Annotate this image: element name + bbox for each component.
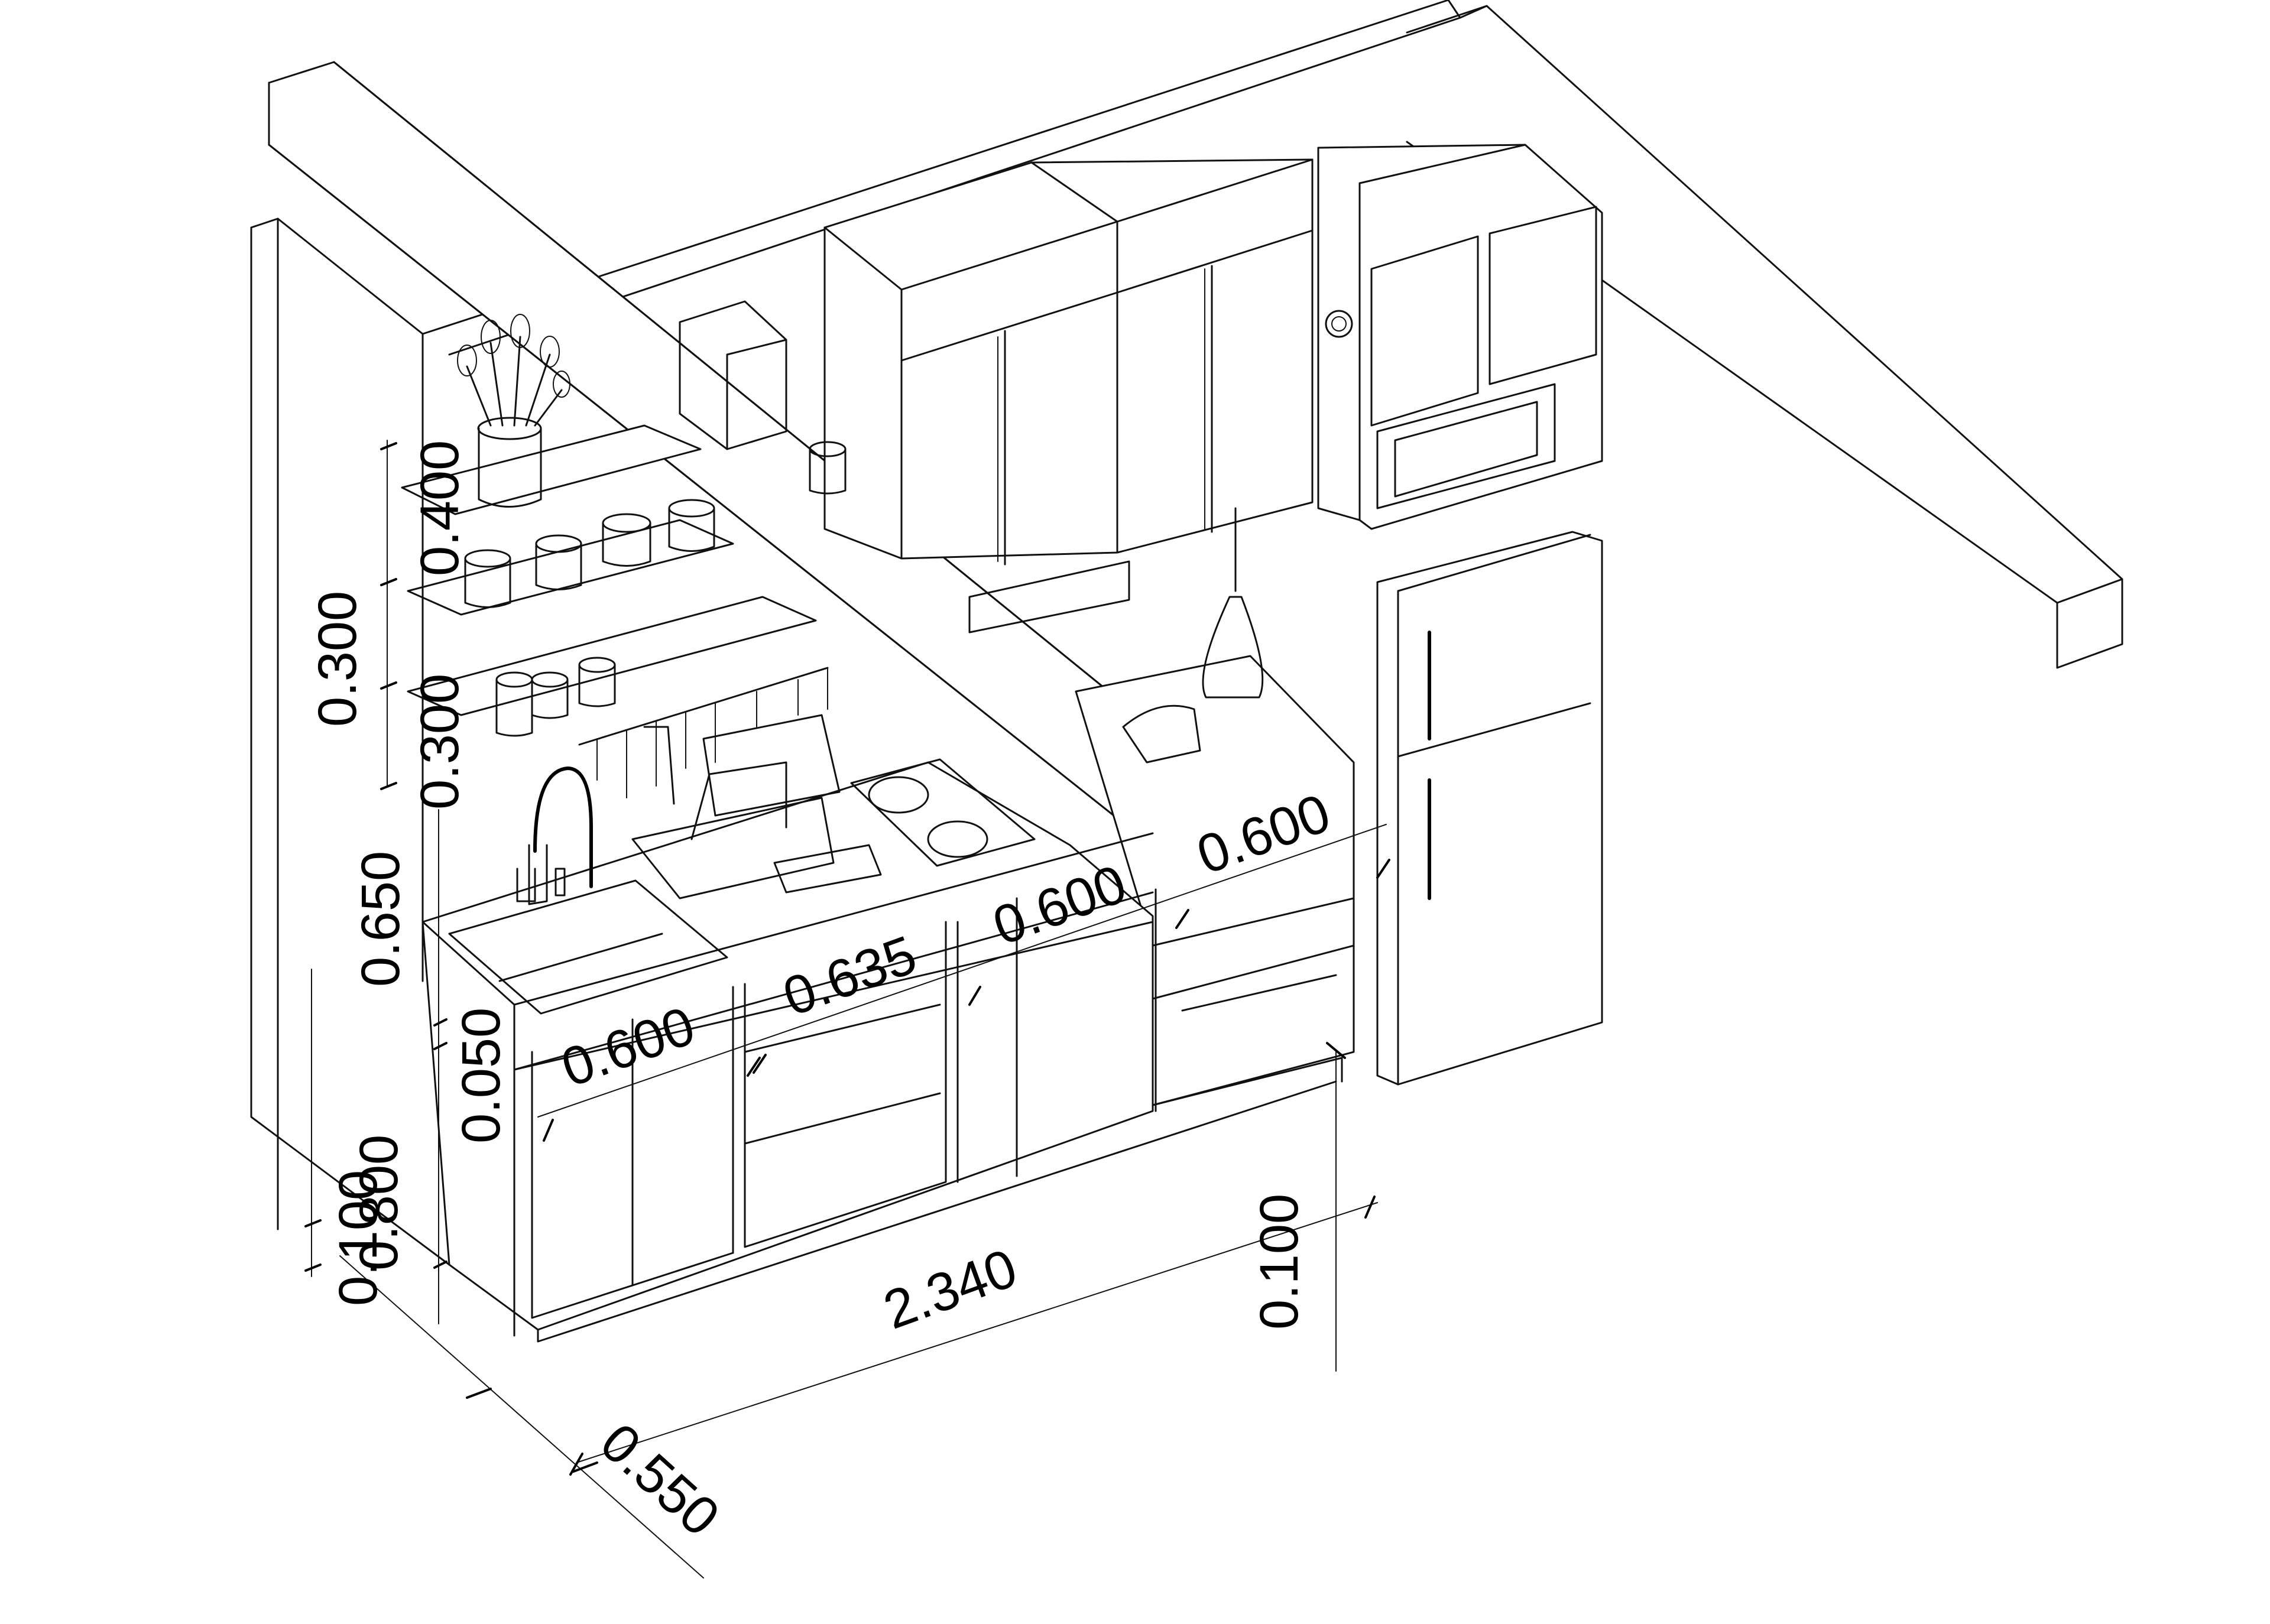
dimension-lines [304,440,1390,1578]
dim-label-plinth-left: 0.100 [328,1170,388,1306]
flower-vase [457,314,570,508]
corner-cabinet [1075,655,1355,1106]
microwave-unit [1317,144,1603,530]
dim-label-depth: 0.550 [589,1412,731,1548]
faucet [516,766,593,905]
dim-label-shelf-lower: 0.300 [410,674,470,810]
dish-rack [631,714,882,899]
dim-label-shelf-upper: 0.400 [410,440,470,576]
dim-label-total-length: 2.340 [876,1238,1024,1341]
sink [448,879,728,1015]
dim-label-plinth-right: 0.100 [1249,1194,1309,1330]
base-cabinets [421,761,1337,1343]
dim-label-wall-upper: 0.300 [307,591,368,727]
upper-cabinets [823,158,1314,634]
refrigerator [1376,531,1603,1086]
utensil-rail [578,667,829,798]
ceiling-beam-right [1406,5,2123,669]
dim-label-cabinet-height: 0.800 [349,1135,409,1271]
counter-items [1122,507,1264,764]
open-shelves [401,371,817,758]
hob [850,758,1036,867]
dim-label-worktop: 0.050 [451,1008,511,1144]
canisters [464,441,847,737]
books [679,300,787,450]
dim-label-splash-height: 0.650 [351,851,411,987]
